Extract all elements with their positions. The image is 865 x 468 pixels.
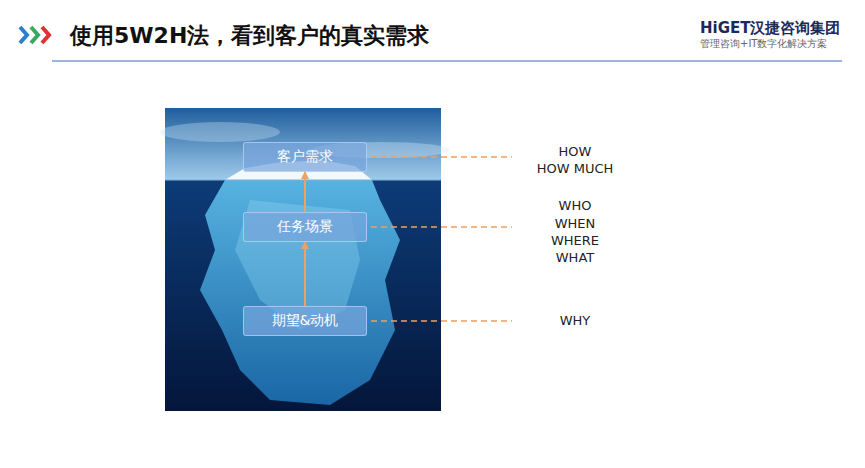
layer-box: 期望&动机 bbox=[243, 306, 367, 336]
layer-box: 客户需求 bbox=[243, 142, 367, 172]
logo-text: 管理咨询+IT数字化解决方案 bbox=[700, 37, 827, 51]
logo-text: HiGET汉捷咨询集团 bbox=[700, 19, 841, 38]
header-chevrons bbox=[20, 27, 49, 43]
question-label: WHEN bbox=[555, 216, 596, 231]
question-label: HOW MUCH bbox=[537, 161, 614, 176]
question-label: WHAT bbox=[556, 250, 594, 265]
flow-arrow bbox=[304, 242, 306, 306]
question-label: HOW bbox=[559, 144, 592, 159]
layer-box: 任务场景 bbox=[243, 212, 367, 242]
box-label: 期望&动机 bbox=[272, 312, 339, 330]
flow-arrow bbox=[304, 172, 306, 212]
question-label: WHO bbox=[559, 198, 592, 213]
question-label: WHERE bbox=[551, 233, 599, 248]
question-label: WHY bbox=[560, 313, 591, 328]
box-label: 任务场景 bbox=[277, 218, 333, 236]
iceberg-illustration bbox=[160, 108, 450, 411]
slide-title: 使用5W2H法，看到客户的真实需求 bbox=[70, 21, 429, 51]
leader-lines bbox=[371, 157, 512, 321]
header-rule bbox=[52, 61, 842, 62]
box-label: 客户需求 bbox=[277, 148, 333, 166]
